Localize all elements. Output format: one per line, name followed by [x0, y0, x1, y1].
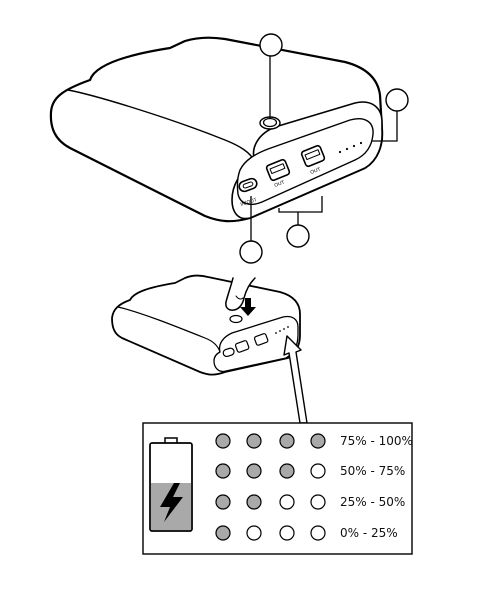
led-on [247, 495, 261, 509]
led-on [216, 434, 230, 448]
battery-level-label: 50% - 75% [340, 464, 405, 478]
led-on [311, 434, 325, 448]
led-on [280, 434, 294, 448]
battery-level-chart: 75% - 100% 50% - 75% 25% - 50% 0% - 25% [143, 423, 413, 554]
callout-usb-c [240, 241, 262, 263]
battery-level-label: 25% - 50% [340, 495, 405, 509]
led-off [280, 495, 294, 509]
callout-indicator-leds [386, 89, 408, 111]
led-off [280, 526, 294, 540]
led-on [216, 495, 230, 509]
small-power-button [230, 316, 242, 323]
led-on [247, 434, 261, 448]
power-button [260, 117, 280, 129]
led-off [247, 526, 261, 540]
callout-power-button [260, 34, 282, 56]
led-on [216, 526, 230, 540]
led-on [280, 464, 294, 478]
led-off [311, 526, 325, 540]
pointer-arrow [284, 336, 307, 423]
led-off [311, 495, 325, 509]
led-on [247, 464, 261, 478]
callout-usb-a [287, 225, 309, 247]
battery-level-label: 75% - 100% [340, 434, 413, 448]
battery-icon [150, 438, 192, 531]
power-bank-large [51, 38, 382, 222]
led-off [311, 464, 325, 478]
battery-level-label: 0% - 25% [340, 526, 398, 540]
led-on [216, 464, 230, 478]
power-bank-small [112, 276, 300, 375]
